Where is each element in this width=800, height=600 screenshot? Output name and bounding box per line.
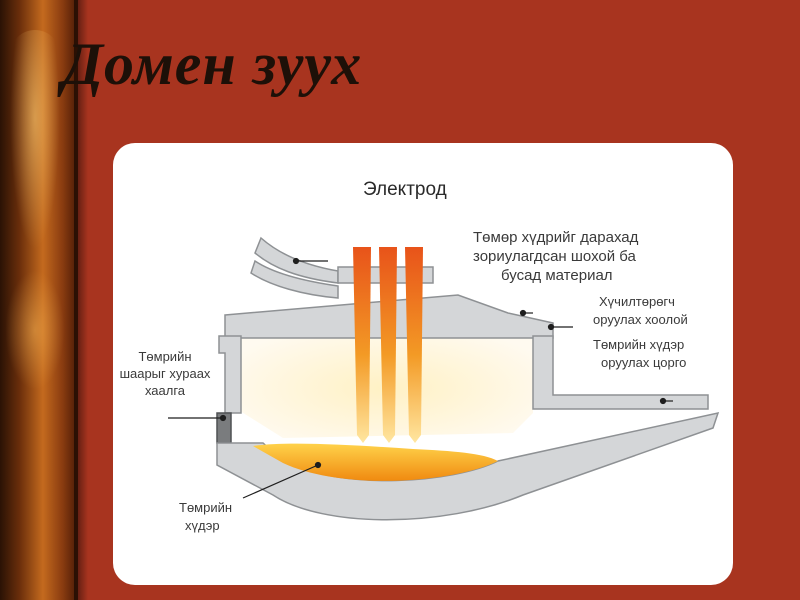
pointer-dot	[547, 323, 555, 331]
pointer-dot	[314, 461, 322, 469]
pointer-dot	[292, 257, 300, 265]
label-slag-door: Төмрийн шаарыг хураах хаалга	[115, 348, 215, 399]
label-line: зориулагдсан шохой ба	[473, 248, 636, 265]
label-line: Төмрийн	[138, 349, 192, 364]
label-line: Төмрийн хүдэр	[593, 337, 685, 352]
label-line: оруулах цорго	[601, 355, 687, 370]
furnace-right-wall	[532, 335, 709, 410]
furnace-left-wall	[218, 335, 242, 414]
label-material: Төмөр хүдрийг дарахад зориулагдсан шохой…	[473, 228, 638, 285]
electrode	[405, 247, 423, 443]
glass-glow	[10, 30, 60, 250]
label-line: хүдэр	[185, 518, 220, 533]
label-line: Хүчилтөрөгч	[599, 294, 675, 309]
pointer-line	[242, 464, 319, 499]
label-line: оруулах хоолой	[593, 312, 688, 327]
label-line: бусад материал	[501, 267, 613, 284]
label-iron-ore: Төмрийн хүдэр	[179, 499, 232, 535]
label-line: Төмөр хүдрийг дарахад	[473, 229, 639, 246]
diagram-card: Электрод Төмөр хүдрийг дарахад зориулагд…	[113, 143, 733, 585]
pointer-dot	[519, 309, 527, 317]
label-electrode: Электрод	[363, 179, 447, 200]
glass-glow	[5, 270, 65, 390]
inlet-pipe	[250, 259, 339, 299]
molten-iron	[253, 443, 498, 481]
pointer-dot	[219, 414, 227, 422]
label-ore-nozzle: Төмрийн хүдэр оруулах цорго	[593, 336, 686, 372]
slide-title: Домен зуух	[62, 31, 363, 97]
electrode	[353, 247, 371, 443]
furnace-diagram	[168, 236, 720, 521]
electrode	[379, 247, 397, 443]
label-exhaust-pipe: Хүчилтөрөгч оруулах хоолой	[593, 293, 688, 329]
label-line: шаарыг хураах	[119, 366, 211, 381]
label-line: Төмрийн	[179, 500, 233, 515]
left-decorative-strip	[0, 0, 88, 600]
label-line: хаалга	[144, 383, 186, 398]
pointer-dot	[659, 397, 667, 405]
